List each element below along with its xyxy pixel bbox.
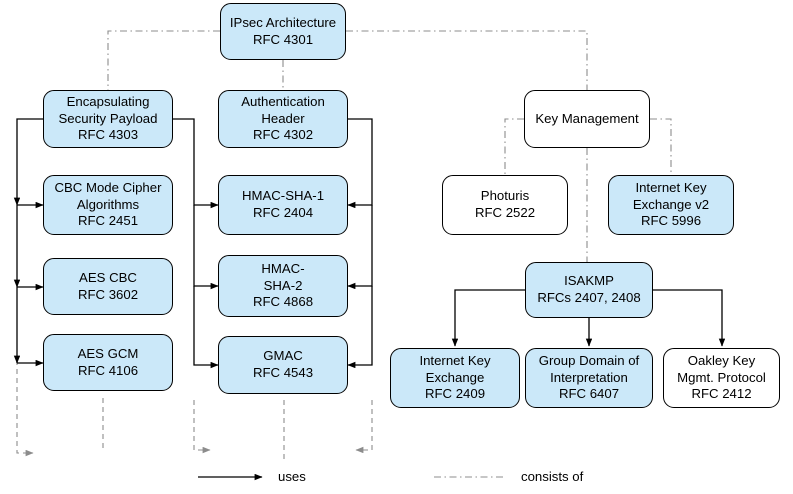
node-label-line: CBC Mode Cipher [54, 180, 162, 196]
node-label-line: ISAKMP [564, 273, 614, 289]
node-label-line: RFC 6407 [558, 386, 620, 402]
edge-keymgmt-to-ikev2 [650, 118, 672, 175]
edge-ipsec-to-keymgmt [346, 30, 588, 90]
edge-continuation-ah-right [355, 400, 373, 454]
edge-isakmp-to-oakley [653, 289, 726, 347]
node-label-line: HMAC- [261, 261, 305, 277]
node-label-line: RFC 2412 [691, 386, 752, 402]
edge-esp-to-cbc-mode [13, 118, 43, 206]
node-label-line: Internet Key [419, 353, 491, 369]
node-label-line: RFC 5996 [640, 213, 702, 229]
edge-ipsec-to-esp [107, 30, 220, 90]
edge-ah-to-gmac [347, 286, 373, 369]
node-label-line: Group Domain of [538, 353, 640, 369]
edge-esp-to-gmac [193, 286, 219, 369]
node-label-line: GMAC [263, 348, 303, 364]
edge-keymgmt-to-photuris [504, 118, 524, 175]
node-label-line: Mgmt. Protocol [677, 369, 766, 385]
node-label-line: AES CBC [79, 269, 137, 285]
node-label-line: RFC 2451 [77, 213, 139, 229]
node-label-line: RFC 2522 [474, 205, 536, 220]
node-label-line: RFC 3602 [77, 286, 139, 302]
node-label-line: Photuris [480, 188, 530, 204]
node-label-line: Internet Key [635, 180, 707, 196]
node-label-line: SHA-2 [263, 277, 303, 293]
legend-uses-label: uses [278, 469, 306, 484]
node-label-line: IPsec Architecture [229, 14, 337, 30]
legend-consists-of-label: consists of [521, 469, 584, 484]
node-label-line: RFC 4301 [252, 31, 314, 47]
node-label-line: Exchange v2 [632, 196, 710, 212]
edge-esp-to-hmac-sha1 [173, 118, 219, 209]
node-key-management[interactable]: Key Management [524, 90, 650, 148]
node-label-line: RFC 2404 [252, 205, 314, 220]
node-label-line: Key Management [535, 110, 639, 126]
node-label-line: RFC 2409 [424, 386, 486, 402]
node-label-line: RFC 4868 [252, 294, 314, 310]
node-label-line: Exchange [425, 369, 485, 385]
node-label-line: RFC 4106 [77, 362, 139, 378]
edge-esp-to-hmac-sha2 [193, 205, 219, 290]
node-label-line: RFCs 2407, 2408 [537, 290, 641, 305]
edge-continuation-esp-left [16, 360, 34, 457]
node-label-line: Encapsulating [66, 94, 150, 110]
node-label-line: Oakley Key [687, 353, 756, 369]
node-label-line: RFC 4303 [77, 127, 139, 143]
node-label-line: Algorithms [76, 196, 140, 212]
node-label-line: Authentication [241, 94, 325, 110]
node-label-line: RFC 4302 [252, 127, 314, 143]
edge-ah-to-hmac-sha1 [347, 118, 373, 209]
node-label-line: Header [261, 110, 305, 126]
edge-continuation-ah-left [193, 400, 211, 454]
node-label-line: RFC 4543 [252, 365, 314, 380]
node-label-line: AES GCM [77, 345, 139, 361]
edge-ah-to-hmac-sha2 [347, 205, 373, 290]
edge-isakmp-to-ike [451, 289, 525, 347]
node-label-line: Security Payload [58, 110, 158, 126]
node-label-line: HMAC-SHA-1 [241, 188, 325, 204]
node-label-line: Interpretation [550, 369, 628, 385]
